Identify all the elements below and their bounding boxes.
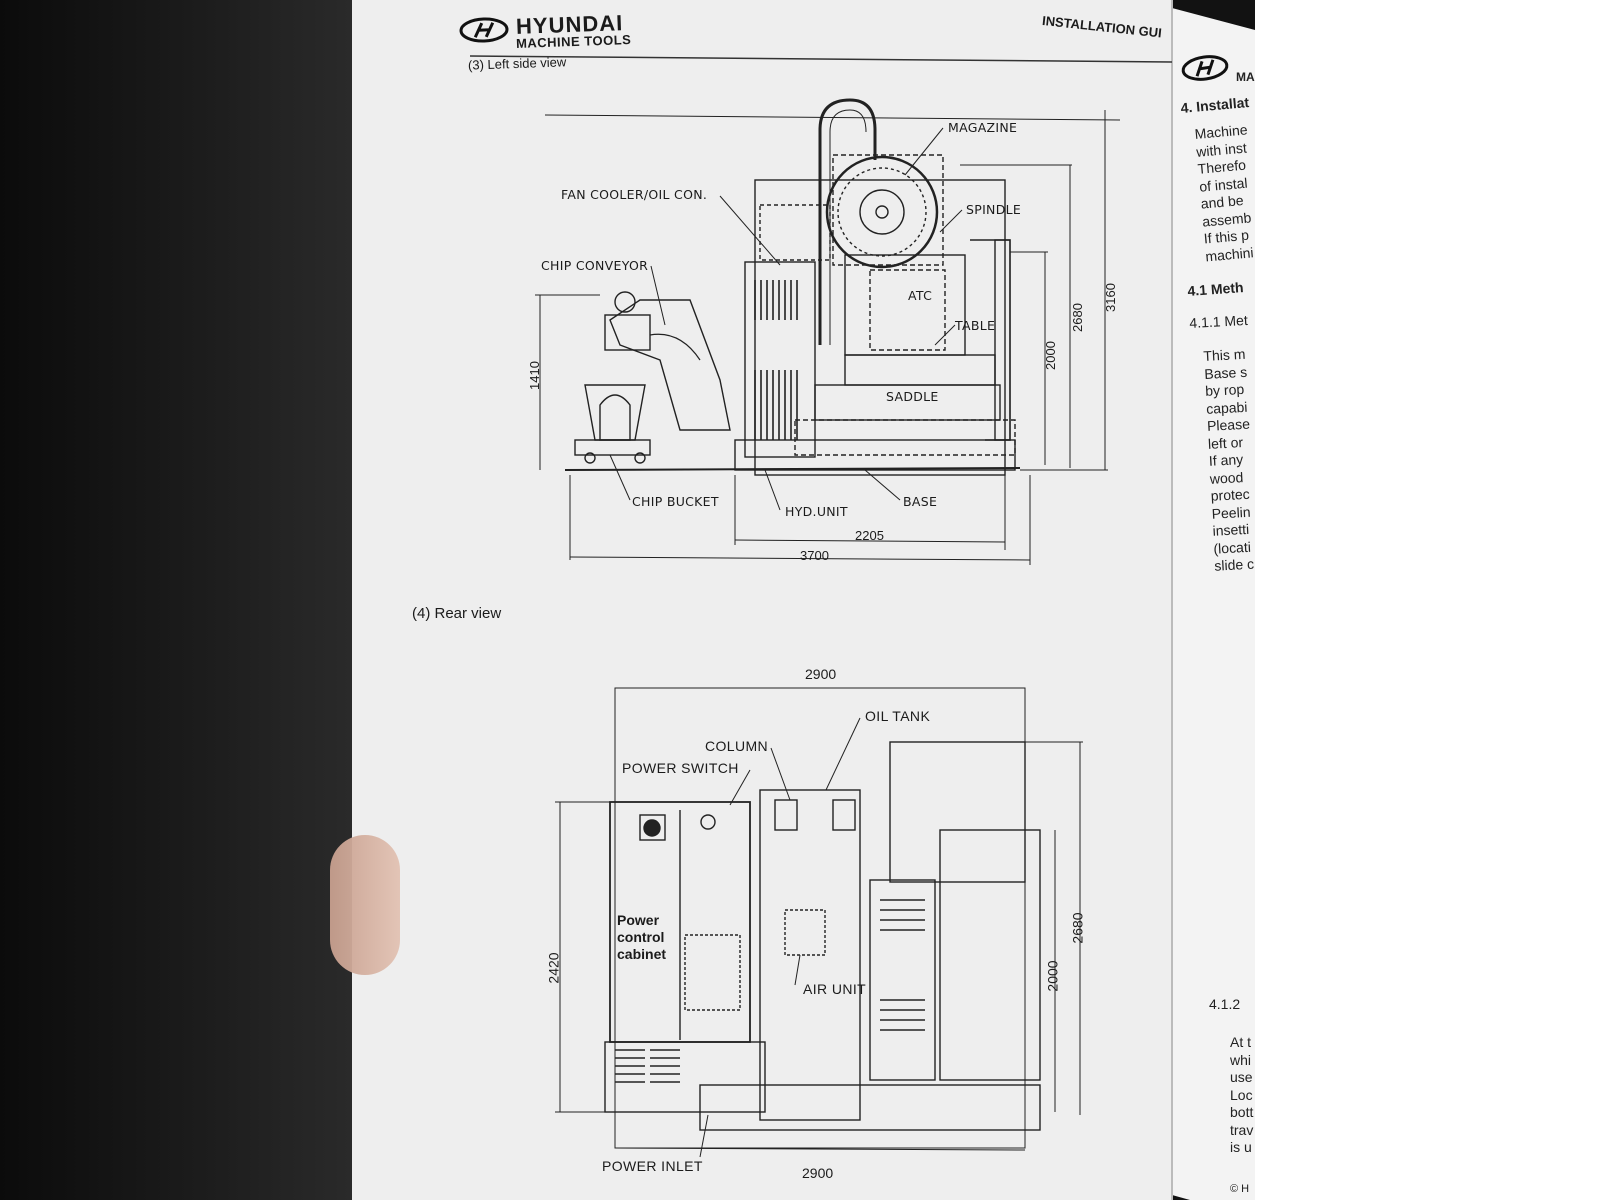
right-line: whi [1230,1051,1252,1068]
dim-1410: 1410 [526,361,542,390]
left-side-view-drawing [535,98,1121,565]
dim-rear-bottom-2900: 2900 [802,1165,834,1181]
right-line: bott [1230,1104,1254,1120]
right-line: protec [1210,485,1251,504]
label-power-control-3: cabinet [617,946,667,962]
label-table: TABLE [955,318,996,333]
right-line: left or [1207,433,1244,452]
right-line: At t [1230,1034,1252,1050]
right-line: use [1230,1069,1253,1085]
right-line: is u [1230,1139,1252,1155]
dim-3160: 3160 [1102,283,1118,312]
right-line: wood [1209,468,1244,487]
label-magazine: MAGAZINE [948,120,1018,135]
dim-rear-top-2900: 2900 [805,666,837,682]
right-line: Please [1206,415,1251,434]
right-line: slide c [1213,555,1255,574]
right-line: If any [1208,451,1244,469]
right-line: by rop [1204,380,1245,399]
label-base: BASE [903,494,938,509]
dim-rear-2420: 2420 [545,952,562,984]
right-line: Loc [1230,1086,1253,1103]
dim-rear-2000: 2000 [1044,960,1061,992]
rear-view-drawing [555,687,1083,1158]
label-power-control-2: control [617,929,665,945]
main-page [352,0,1172,1200]
label-power-inlet: POWER INLET [602,1158,703,1174]
right-page [1172,8,1255,1200]
label-power-control-1: Power [617,912,660,928]
background-left [0,0,352,1200]
right-lines-3: At t whi use Loc bott trav is u [1230,1034,1253,1157]
right-heading-411: 4.1.1 Met [1189,311,1249,331]
hyundai-logo-icon-right [1181,55,1229,81]
label-column: COLUMN [705,738,769,754]
right-heading-412: 4.1.2 [1209,996,1241,1012]
right-line: Base s [1203,363,1248,382]
label-atc: ATC [908,288,933,303]
label-chip-bucket: CHIP BUCKET [632,494,719,509]
dim-2680: 2680 [1069,303,1085,332]
right-line: trav [1230,1121,1254,1138]
label-oil-tank: OIL TANK [865,708,931,724]
label-spindle: SPINDLE [966,202,1022,217]
thumb [330,835,400,975]
dim-2205: 2205 [855,528,884,543]
label-hyd-unit: HYD.UNIT [785,504,848,519]
background-right [1255,0,1600,1200]
label-chip-conveyor: CHIP CONVEYOR [541,258,649,273]
dim-3700: 3700 [800,548,829,563]
header-rule [469,55,1173,63]
dim-2000: 2000 [1042,341,1058,370]
right-line: This m [1203,345,1246,364]
dim-rear-2680: 2680 [1069,912,1086,944]
right-footer: © H [1230,1183,1250,1195]
label-power-switch: POWER SWITCH [622,760,739,776]
label-air-unit: AIR UNIT [803,981,867,997]
rear-view-title: (4) Rear view [412,605,502,622]
right-line: capabi [1205,398,1248,417]
right-line: (locati [1213,538,1252,557]
right-line: insetti [1212,520,1250,539]
right-logo-sub: MA [1236,70,1255,84]
label-saddle: SADDLE [886,389,939,404]
label-fan-cooler: FAN COOLER/OIL CON. [561,187,708,202]
right-line: Peelin [1211,503,1251,522]
